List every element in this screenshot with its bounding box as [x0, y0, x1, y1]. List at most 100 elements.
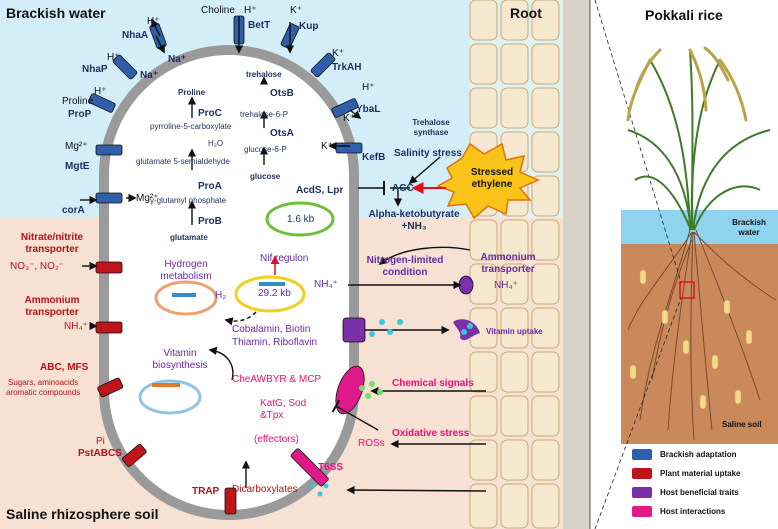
pst-pi-label: Pi: [96, 436, 105, 447]
nif-plasmid: [234, 275, 306, 313]
ybal-k-label: K⁺: [343, 113, 355, 124]
nhap-label: NhaP: [82, 64, 108, 75]
cheawbyr-label: CheAWBYR & MCP: [232, 374, 322, 385]
mgte-label: MgtE: [65, 161, 90, 172]
stressed-ethylene-burst: [436, 142, 540, 220]
proc-label: ProC: [198, 108, 222, 119]
saline-soil-title: Saline rhizosphere soil: [6, 506, 159, 522]
pstabcs-label: PstABCS: [78, 448, 122, 459]
salinity-stress-label: Salinity stress: [394, 148, 462, 159]
choline-h-label: H⁺: [244, 5, 257, 16]
stressed-label: Stressed: [470, 167, 514, 178]
nhaa-na-label: Na⁺: [168, 54, 187, 65]
h2-label: H₂: [215, 290, 227, 301]
trehalose-end-label: trehalose: [246, 70, 282, 79]
brackish-water-title: Brackish water: [6, 5, 106, 21]
glucose6p-label: glucose-6-P: [244, 145, 287, 154]
abc-mfs-label: ABC, MFS: [40, 362, 89, 373]
chemoreceptor: [335, 365, 365, 415]
plant-brackish-2: water: [738, 228, 760, 237]
plant-saline-soil: Saline soil: [722, 420, 762, 429]
alpha-ketobutyrate-2: +NH₃: [401, 221, 427, 232]
semialdehyde-label: glutamate 5-semialdehyde: [136, 157, 230, 166]
plant-brackish-1: Brackish: [732, 218, 766, 227]
ybal-h-label: H⁺: [362, 82, 375, 93]
vitamins-line-2: Thiamin, Riboflavin: [232, 337, 318, 348]
dicarboxylates-label: Dicarboxylates: [232, 484, 298, 495]
trap-label: TRAP: [192, 486, 220, 497]
alpha-ketobutyrate-1: Alpha-ketobutyrate: [368, 209, 460, 220]
ammonium-left-title2: transporter: [25, 307, 79, 318]
zoom-line-bottom: [594, 297, 682, 529]
hydrogen-label-1: Hydrogen: [164, 259, 208, 270]
trehalose6p-label: trehalose-6-P: [240, 110, 289, 119]
root-zoom-box: [679, 281, 695, 299]
ammonium-left-title1: Ammonium: [24, 295, 80, 306]
pyrroline-label: pyrroline-5-carboxylate: [150, 122, 232, 131]
acds-plasmid-size: 1.6 kb: [287, 214, 315, 225]
oxidative-enzymes-1: KatG, Sod: [260, 398, 307, 409]
nhaa-h-label: H⁺: [147, 16, 160, 27]
plant-bacteria-dots: [629, 269, 753, 410]
nitrate-transporter-title1: Nitrate/nitrite: [20, 232, 84, 243]
acds-label: AcdS, Lpr: [296, 185, 344, 196]
nhap-na-label: Na⁺: [140, 70, 159, 81]
effector-dots: [309, 483, 329, 497]
otsb-label: OtsB: [270, 88, 294, 99]
ammonium-transporter-right-1: Ammonium: [480, 252, 536, 263]
ybal-label: YbaL: [356, 104, 381, 115]
zoom-line-top: [594, 0, 682, 283]
root-title: Root: [510, 5, 542, 21]
mgte-ion-label: Mg²⁺: [65, 141, 88, 152]
hydrogen-plasmid: [154, 280, 218, 316]
nh4-right-label: NH₄⁺: [494, 280, 518, 291]
ammonium-transporter-right-2: transporter: [481, 264, 535, 275]
prop-label: ProP: [68, 109, 92, 120]
uptake-transporters: [95, 261, 237, 515]
vitamin-plasmid: [138, 379, 202, 415]
abc-desc-2: aromatic compounds: [6, 388, 81, 397]
water-label: H₂O: [208, 139, 224, 148]
bacterial-cell-membrane: [99, 45, 359, 520]
legend-plant-material-uptake: Plant material uptake: [660, 469, 741, 478]
plant-soil-layer: [621, 244, 778, 444]
legend-host-beneficial-traits: Host beneficial traits: [660, 488, 739, 497]
vitamin-receptor: [453, 319, 480, 341]
plasmid-gene-bar-1: [259, 282, 285, 286]
effectors-label: (effectors): [254, 434, 299, 445]
chemical-signals-label: Chemical signals: [392, 378, 474, 389]
glutamate-label: glutamate: [170, 233, 208, 242]
legend-swatch-brackish: [632, 449, 652, 460]
oxidative-enzymes-2: &Tpx: [260, 410, 284, 421]
glucose-label: glucose: [250, 172, 281, 181]
pathway-arrows: [80, 16, 487, 495]
legend-swatch-plant-material: [632, 468, 652, 479]
nitrate-ions: NO₃⁻, NO₂⁻: [10, 261, 65, 272]
nif-plasmid-size: 29.2 kb: [258, 288, 291, 299]
vitamin-dots: [369, 319, 473, 337]
nhaa-label: NhaA: [122, 30, 149, 41]
cora-ion-label: Mg²⁺: [136, 193, 159, 204]
vitamin-transporter: [342, 317, 366, 343]
vitamin-uptake-label: Vitamin uptake: [486, 327, 543, 336]
signal-dots: [359, 381, 383, 399]
acds-plasmid: [265, 201, 335, 237]
hydrogen-label-2: metabolism: [160, 271, 212, 282]
kup-k-label: K⁺: [290, 5, 302, 16]
nitrogen-condition-1: Nitrogen-limited: [366, 255, 444, 266]
trehalose-synthase-1: Trehalose: [412, 118, 450, 127]
prob-label: ProB: [198, 216, 222, 227]
cora-label: corA: [62, 205, 85, 216]
nitrogen-condition-2: condition: [382, 267, 428, 278]
trkah-k-label: K⁺: [332, 48, 344, 59]
proline-end-label: Proline: [178, 88, 206, 97]
bett-label: BetT: [248, 20, 271, 31]
plasmid-gene-bar-2: [172, 293, 196, 297]
ethylene-label: ethylene: [471, 179, 513, 190]
trkah-label: TrkAH: [332, 62, 362, 73]
legend-swatch-host-beneficial: [632, 487, 652, 498]
kup-label: Kup: [299, 21, 319, 32]
kefb-k-label: K⁺: [321, 141, 333, 152]
